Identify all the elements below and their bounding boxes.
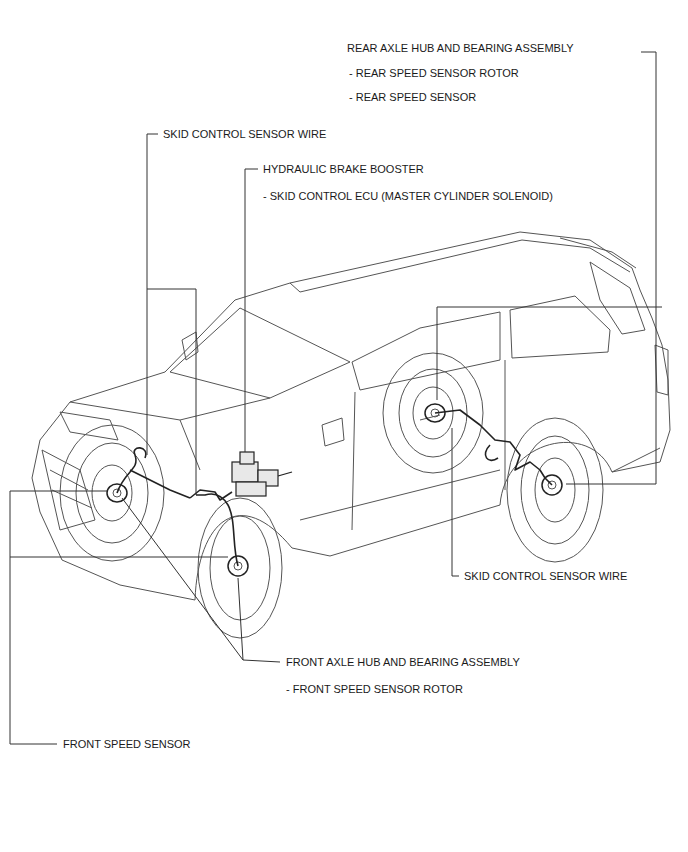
part-label: SKID CONTROL SENSOR WIRE [463, 569, 628, 583]
right-rear-wheel [500, 418, 612, 562]
part-label: REAR AXLE HUB AND BEARING ASSEMBLY [346, 41, 575, 55]
leader-line [10, 557, 228, 558]
leader-line [245, 169, 258, 452]
headlamp [60, 412, 118, 440]
part-label: - REAR SPEED SENSOR ROTOR [348, 66, 520, 80]
part-label: FRONT SPEED SENSOR [62, 737, 192, 751]
part-label: SKID CONTROL SENSOR WIRE [162, 127, 327, 141]
sill-line [300, 470, 500, 520]
part-label: - REAR SPEED SENSOR [348, 90, 477, 104]
front-left-sensor-wire [117, 448, 190, 498]
rear-sensor-wire [435, 410, 552, 485]
windshield [170, 308, 350, 398]
part-label: - FRONT SPEED SENSOR ROTOR [285, 682, 464, 696]
part-label: HYDRAULIC BRAKE BOOSTER [262, 162, 425, 176]
body-lower [32, 440, 660, 600]
hydraulic-brake-booster [232, 452, 292, 496]
tail-lamp [655, 345, 668, 395]
hood-line [70, 398, 270, 470]
rear-side-window [510, 296, 610, 358]
leader-line [437, 307, 662, 400]
leader-line [147, 289, 196, 495]
leader-line [566, 52, 656, 484]
front-side-window [352, 312, 500, 390]
side-mirror [322, 418, 344, 446]
roof-rail [290, 240, 630, 292]
door-lines [352, 360, 505, 530]
right-front-wheel [195, 498, 292, 638]
leader-line [10, 491, 107, 744]
left-rear-wheel [383, 353, 483, 473]
rear-spoiler [560, 238, 636, 268]
body-outline [40, 232, 670, 472]
leader-line [452, 428, 459, 576]
leader-line [147, 134, 158, 455]
part-label: - SKID CONTROL ECU (MASTER CYLINDER SOLE… [262, 189, 554, 203]
rear-window [590, 262, 645, 334]
grille [42, 450, 95, 530]
part-label: FRONT AXLE HUB AND BEARING ASSEMBLY [285, 655, 521, 669]
front-right-sensor-wire [196, 494, 238, 566]
rear-wire-loop [485, 445, 498, 460]
left-front-wheel [60, 425, 164, 561]
leader-line [122, 498, 280, 662]
